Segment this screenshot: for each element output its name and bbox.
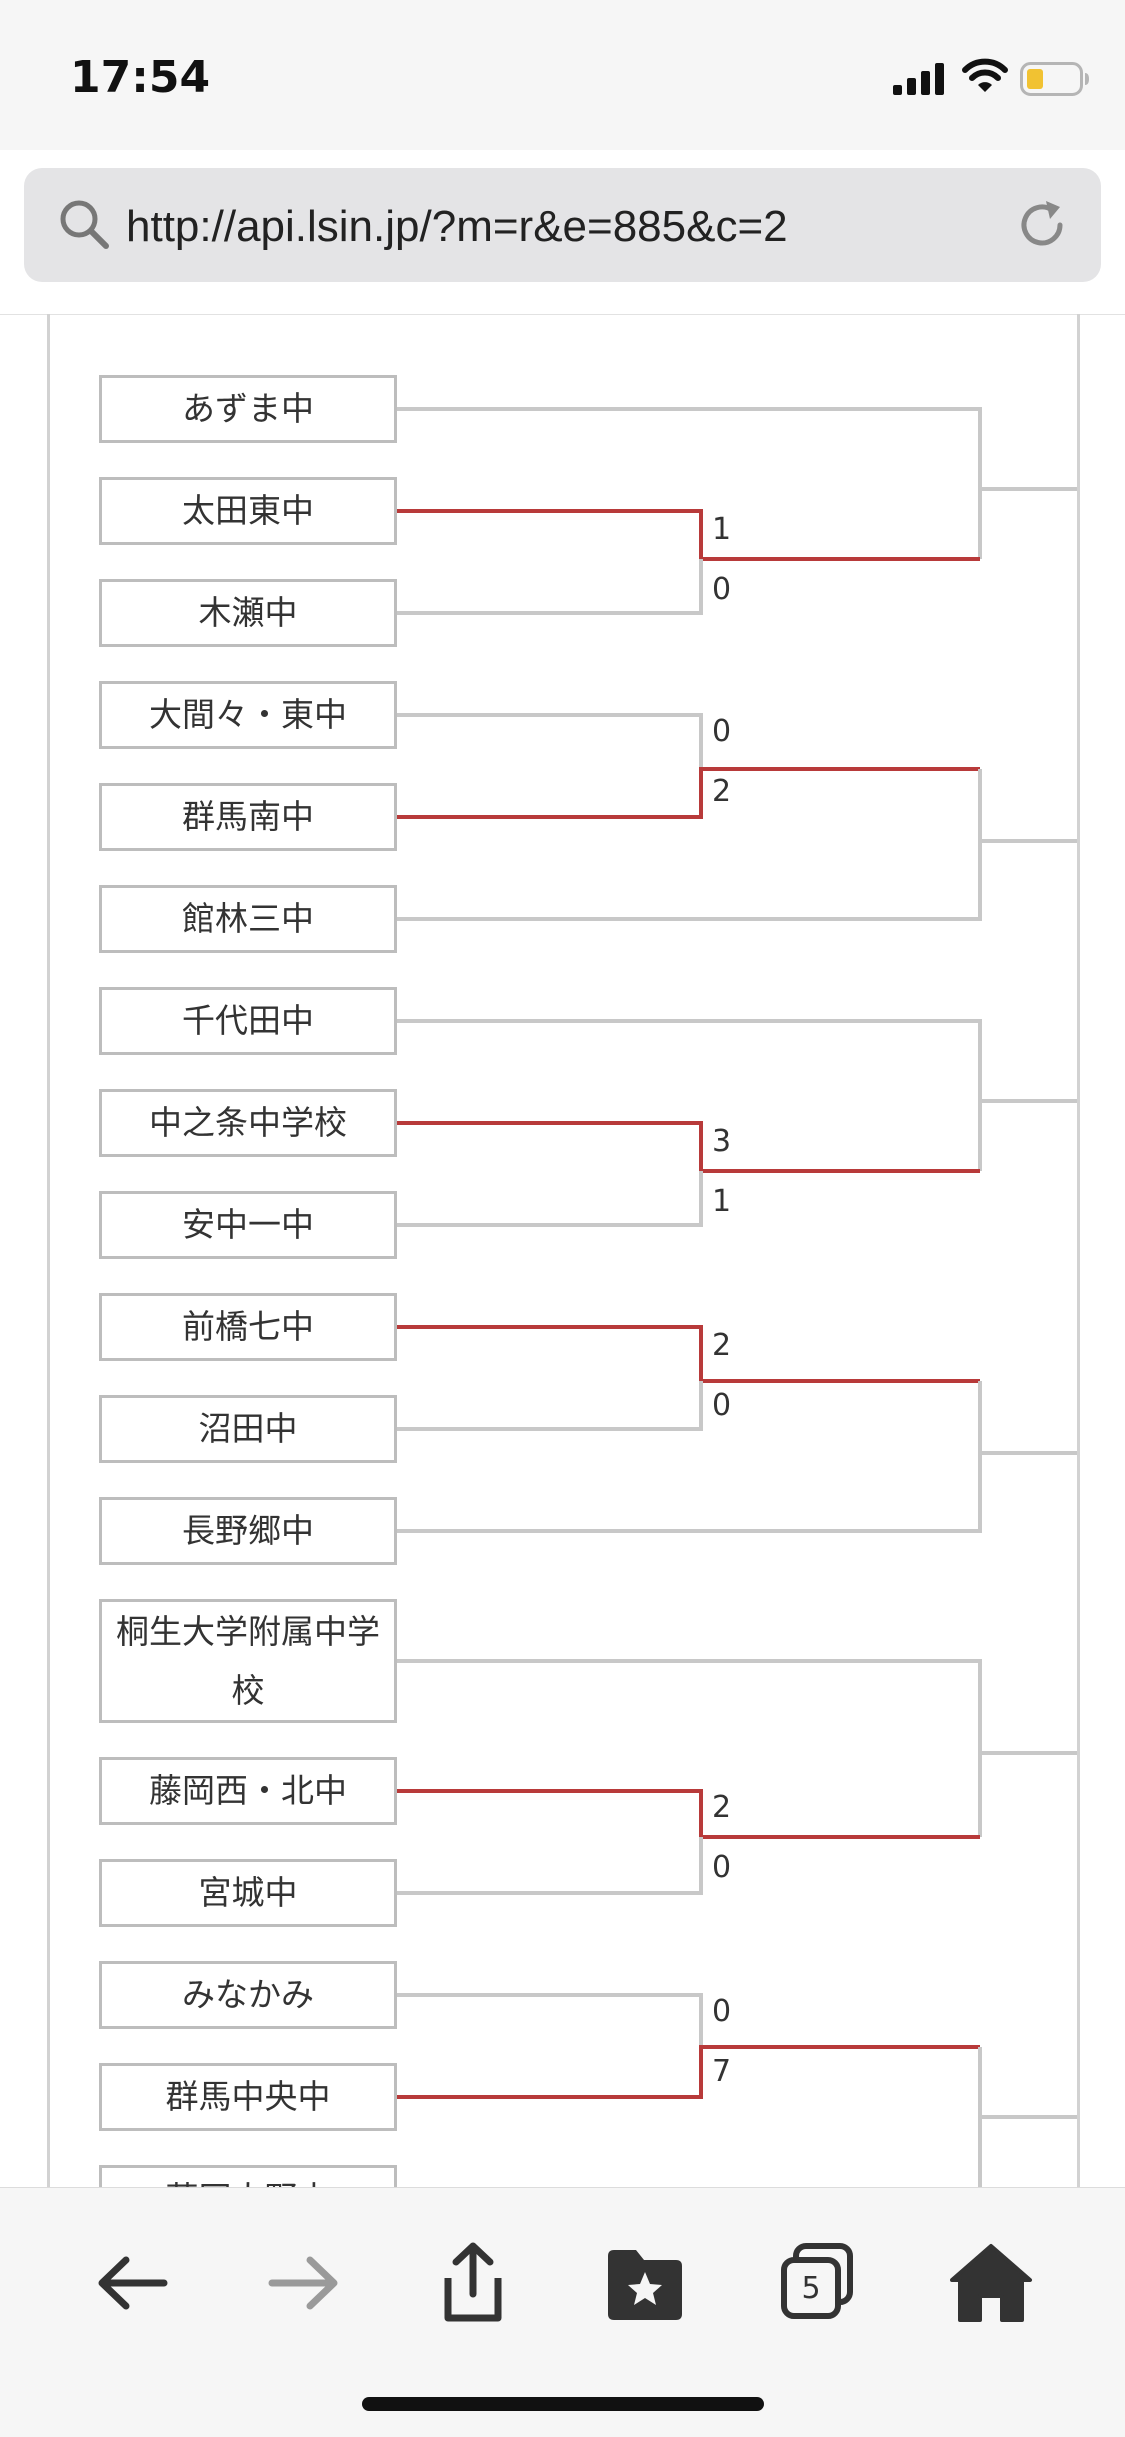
team-box: 千代田中 — [99, 987, 397, 1055]
team-box: 沼田中 — [99, 1395, 397, 1463]
score: 0 — [712, 714, 732, 749]
reload-icon[interactable] — [1012, 195, 1072, 255]
score: 2 — [712, 1328, 732, 1363]
status-bar: 17:54 — [0, 0, 1125, 150]
score: 1 — [712, 512, 732, 547]
team-box: 長野郷中 — [99, 1497, 397, 1565]
score: 0 — [712, 1850, 732, 1885]
team-box: 桐生大学附属中学校 — [99, 1599, 397, 1723]
score: 2 — [712, 1790, 732, 1825]
score: 0 — [712, 572, 732, 607]
bookmark-star-icon[interactable] — [600, 2238, 690, 2328]
team-box: 前橋七中 — [99, 1293, 397, 1361]
team-box: 宮城中 — [99, 1859, 397, 1927]
line-kise — [397, 559, 703, 615]
team-box: 安中一中 — [99, 1191, 397, 1259]
tab-count: 5 — [801, 2270, 821, 2306]
line-otahigashi — [397, 509, 980, 561]
line-chiyoda — [397, 1019, 982, 1171]
wifi-icon — [962, 58, 1008, 92]
score: 0 — [712, 1388, 732, 1423]
arrow-left-icon[interactable] — [88, 2238, 178, 2328]
line-gunmachuo — [397, 2045, 980, 2099]
team-box: 太田東中 — [99, 477, 397, 545]
line-naganogo — [397, 1381, 982, 1533]
line-miyagi — [397, 1837, 703, 1895]
line-minakami — [397, 1993, 703, 2047]
line-azuma — [397, 407, 982, 559]
team-box: 群馬中央中 — [99, 2063, 397, 2131]
line-tatebayashi — [397, 769, 982, 921]
battery-icon — [1020, 62, 1089, 96]
line-annaka — [397, 1171, 703, 1227]
bracket-lines — [397, 407, 1077, 2187]
bracket-frame-left — [47, 314, 50, 2187]
bracket-frame-right — [1077, 314, 1080, 2187]
line-kiryu — [397, 1659, 982, 1837]
browser-toolbar: 5 — [0, 2187, 1125, 2437]
team-box: 木瀬中 — [99, 579, 397, 647]
score: 7 — [712, 2054, 732, 2089]
team-box: 藤岡太野中 — [99, 2165, 397, 2187]
score: 2 — [712, 774, 732, 809]
signal-icon — [893, 63, 944, 95]
share-icon[interactable] — [428, 2238, 518, 2328]
line-numata — [397, 1381, 703, 1431]
team-box: 群馬南中 — [99, 783, 397, 851]
score: 1 — [712, 1184, 732, 1219]
line-gunmaminami — [397, 767, 980, 819]
status-time: 17:54 — [70, 52, 211, 103]
team-box: 館林三中 — [99, 885, 397, 953]
arrow-right-icon[interactable] — [258, 2238, 348, 2328]
home-icon[interactable] — [946, 2238, 1036, 2328]
search-icon — [60, 200, 109, 249]
web-content: あずま中 太田東中 木瀬中 大間々・東中 群馬南中 館林三中 千代田中 中之条中… — [0, 314, 1125, 2187]
team-box: あずま中 — [99, 375, 397, 443]
home-indicator — [362, 2397, 764, 2411]
line-maebashi — [397, 1325, 980, 1383]
team-box: みなかみ — [99, 1961, 397, 2029]
team-box: 中之条中学校 — [99, 1089, 397, 1157]
tabs-icon[interactable]: 5 — [772, 2238, 862, 2328]
line-nakanojo — [397, 1121, 980, 1173]
score: 0 — [712, 1994, 732, 2029]
url-text[interactable]: http://api.lsin.jp/?m=r&e=885&c=2 — [126, 202, 788, 251]
team-box: 藤岡西・北中 — [99, 1757, 397, 1825]
team-box: 大間々・東中 — [99, 681, 397, 749]
line-omama — [397, 713, 703, 769]
score: 3 — [712, 1124, 732, 1159]
address-bar[interactable]: http://api.lsin.jp/?m=r&e=885&c=2 — [24, 168, 1101, 282]
line-fujioka — [397, 1789, 980, 1839]
